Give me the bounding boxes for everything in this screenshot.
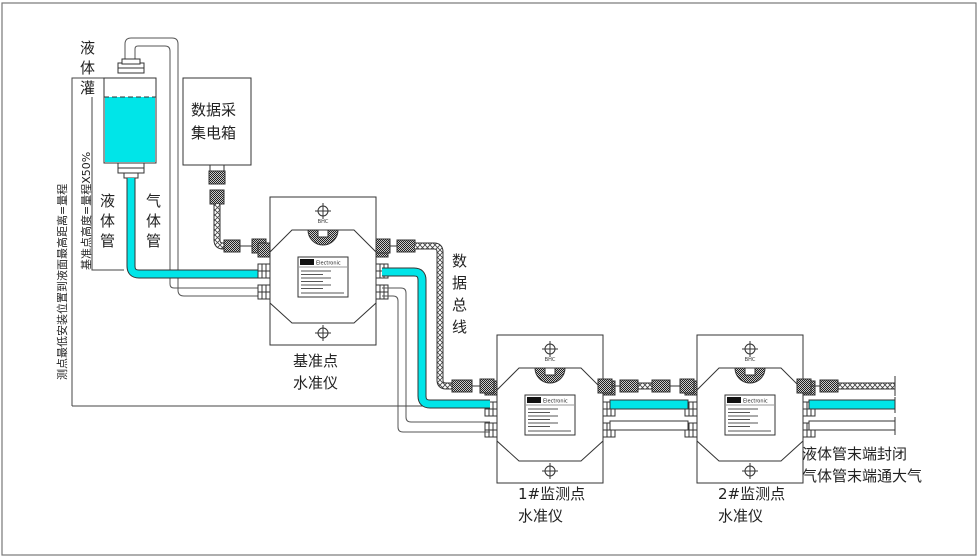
end-note: 液体管末端封闭 气体管末端通大气 <box>802 445 922 485</box>
daq-box-label: 数据采 集电箱 <box>191 101 236 142</box>
liquid-tank <box>103 58 157 179</box>
svg-text:基准点: 基准点 <box>293 352 338 370</box>
svg-text:体: 体 <box>80 59 95 77</box>
cable-connector <box>257 242 271 258</box>
monitor1-level-label: 1#监测点 水准仪 <box>518 485 585 525</box>
svg-text:集电箱: 集电箱 <box>191 124 236 142</box>
monitor2-level-label: 2#监测点 水准仪 <box>718 485 785 525</box>
liquid-pipe-label: 液 体 管 <box>100 192 115 250</box>
svg-text:水准仪: 水准仪 <box>293 374 338 392</box>
svg-text:水准仪: 水准仪 <box>518 507 563 525</box>
brand-name: Electronic <box>743 399 768 405</box>
svg-text:管: 管 <box>100 232 115 250</box>
liquid-pipe <box>127 178 270 278</box>
monitor2-level-device: BHC Electronic <box>684 334 816 484</box>
monitor1-level-device: BHC Electronic <box>484 334 616 484</box>
svg-text:线: 线 <box>452 318 467 336</box>
svg-text:数据采: 数据采 <box>191 101 236 119</box>
liquid-tank-label: 液 体 灌 <box>80 39 95 97</box>
ref-height-bracket <box>91 97 124 271</box>
gas-pipe-label: 气 体 管 <box>146 192 161 250</box>
data-bus-label: 数 据 总 线 <box>452 252 467 336</box>
gas-pipe-tank <box>124 37 270 297</box>
svg-text:据: 据 <box>452 274 467 292</box>
install-height-note: 测点最低安装位置到液面最高距离=量程 <box>55 184 69 380</box>
svg-text:液体管末端封闭: 液体管末端封闭 <box>802 445 907 463</box>
device-top-mark: BHC <box>545 357 556 363</box>
svg-text:管: 管 <box>146 232 161 250</box>
brand-logo <box>300 259 314 265</box>
data-bus-cable <box>375 238 495 394</box>
svg-text:气: 气 <box>146 192 161 210</box>
ref-height-note: 基准点高度=量程X50% <box>79 152 93 270</box>
brand-logo <box>527 397 541 403</box>
svg-text:液: 液 <box>80 39 95 57</box>
svg-text:体: 体 <box>146 212 161 230</box>
svg-text:1#监测点: 1#监测点 <box>518 485 585 503</box>
svg-text:灌: 灌 <box>80 79 95 97</box>
m1-m2-connections <box>597 378 695 431</box>
brand-name: Electronic <box>543 399 568 405</box>
svg-text:体: 体 <box>100 212 115 230</box>
svg-text:气体管末端通大气: 气体管末端通大气 <box>802 467 922 485</box>
brand-logo <box>727 397 741 403</box>
svg-text:2#监测点: 2#监测点 <box>718 485 785 503</box>
device-top-mark: BHC <box>745 357 756 363</box>
svg-text:水准仪: 水准仪 <box>718 507 763 525</box>
brand-name: Electronic <box>316 261 341 267</box>
svg-text:总: 总 <box>452 296 467 314</box>
svg-text:数: 数 <box>452 252 467 270</box>
gas-pipe-ref-m1 <box>382 287 490 433</box>
svg-text:液: 液 <box>100 192 115 210</box>
reference-level-device: BHC Electronic <box>257 196 389 346</box>
m2-end-connections <box>796 376 896 435</box>
reference-level-label: 基准点 水准仪 <box>293 352 338 392</box>
liquid-pipe-ref-m1 <box>382 268 490 408</box>
daq-box <box>182 77 267 254</box>
device-top-mark: BHC <box>318 219 329 225</box>
